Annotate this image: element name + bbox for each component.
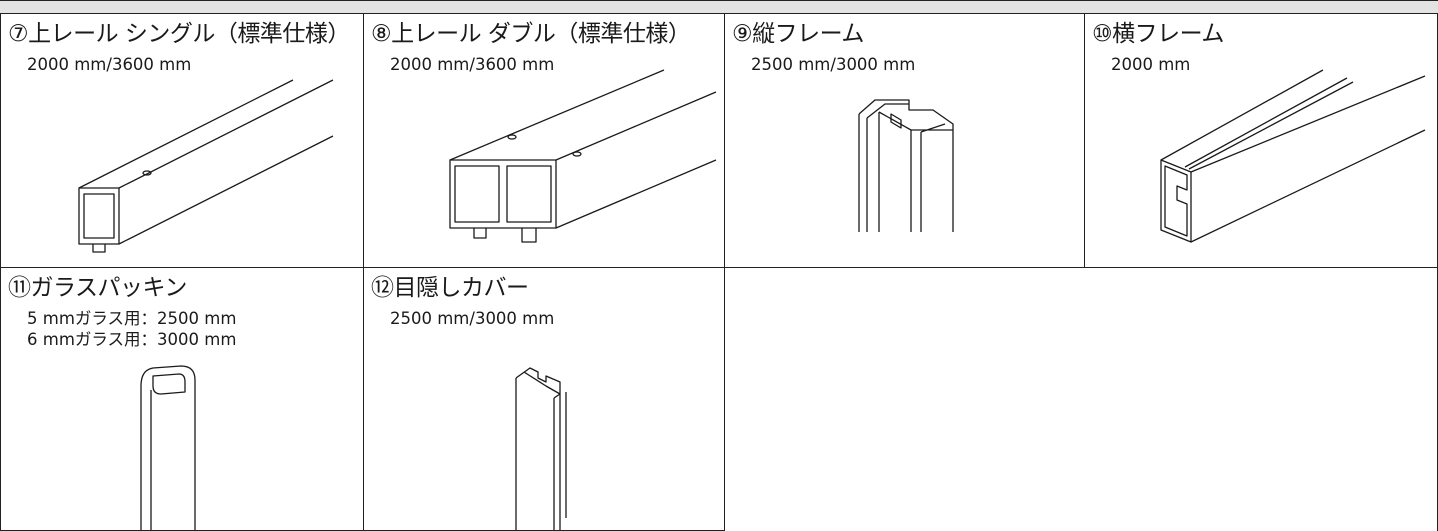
empty-cell (725, 268, 1438, 531)
part-title: ⑪ガラスパッキン (8, 275, 187, 301)
part-title: ⑨縦フレーム (732, 21, 864, 47)
part-cell-glass-packing: ⑪ガラスパッキン 5 mmガラス用：2500 mm 6 mmガラス用：3000 … (1, 268, 364, 531)
part-size-secondary: 6 mmガラス用：3000 mm (27, 330, 237, 349)
part-title: ⑩横フレーム (1092, 21, 1224, 47)
vertical-frame-drawing (858, 99, 954, 232)
part-cell-blind-cover: ⑫目隠しカバー 2500 mm/3000 mm (364, 268, 725, 531)
part-title: ⑫目隠しカバー (371, 275, 529, 301)
part-cell-horizontal-frame: ⑩横フレーム 2000 mm (1085, 14, 1438, 268)
part-cell-double-top-rail: ⑧上レール ダブル（標準仕様） 2000 mm/3600 mm (364, 14, 725, 268)
part-cell-single-top-rail: ⑦上レール シングル（標準仕様） 2000 mm/3600 mm (1, 14, 364, 268)
glass-packing-drawing (140, 365, 196, 530)
part-title: ⑦上レール シングル（標準仕様） (8, 21, 350, 47)
part-size: 2000 mm (1111, 55, 1191, 74)
part-size: 2000 mm/3600 mm (390, 55, 555, 74)
double-top-rail-drawing (449, 69, 717, 243)
blind-cover-drawing (515, 367, 567, 530)
parts-grid: ⑦上レール シングル（標準仕様） 2000 mm/3600 mm ⑧上レール ダ… (0, 14, 1438, 531)
single-top-rail-drawing (78, 79, 334, 253)
part-size: 5 mmガラス用：2500 mm (27, 309, 237, 328)
horizontal-frame-drawing (1160, 69, 1426, 243)
part-title: ⑧上レール ダブル（標準仕様） (371, 21, 691, 47)
part-cell-vertical-frame: ⑨縦フレーム 2500 mm/3000 mm (725, 14, 1085, 268)
part-size: 2500 mm/3000 mm (751, 55, 916, 74)
part-size: 2500 mm/3000 mm (390, 309, 555, 328)
part-size: 2000 mm/3600 mm (27, 55, 192, 74)
table-header-band (0, 0, 1438, 14)
